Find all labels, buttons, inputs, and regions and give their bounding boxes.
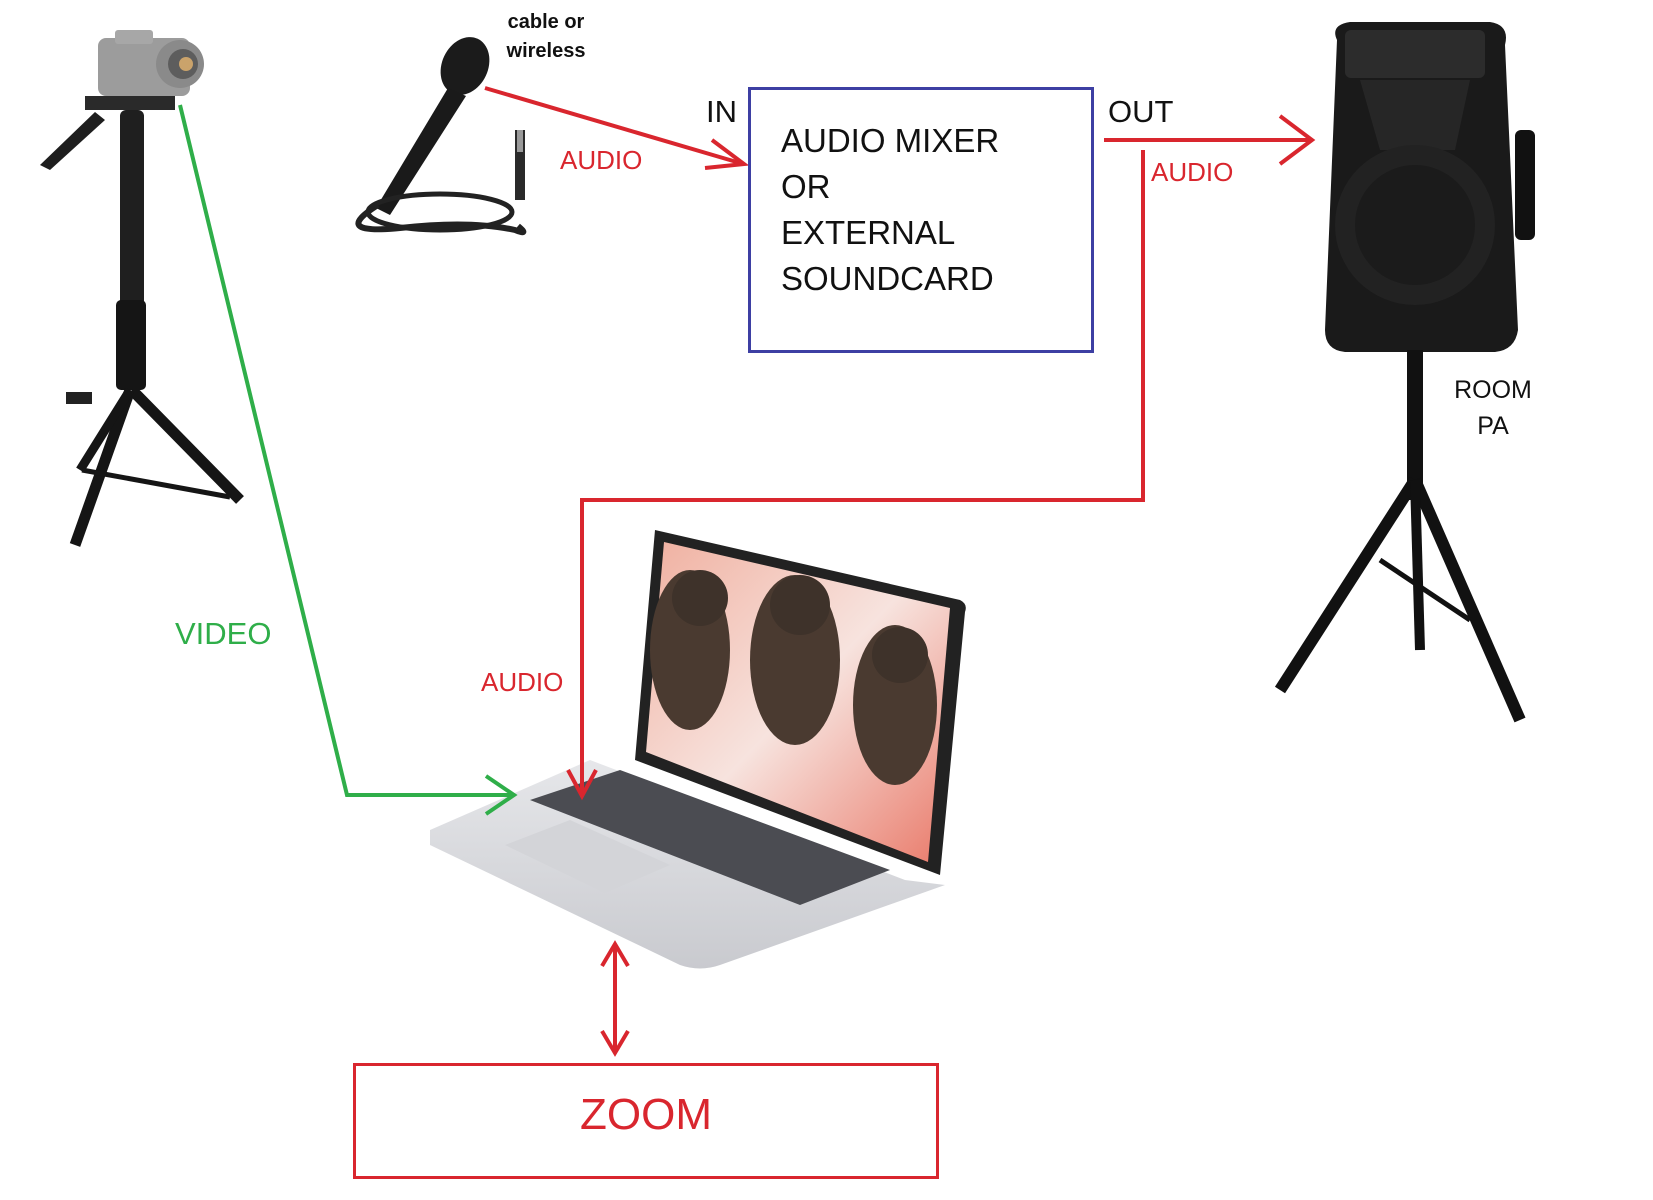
mixer-description: AUDIO MIXER OR EXTERNAL SOUNDCARD (781, 118, 999, 302)
mixer-line-3: EXTERNAL (781, 214, 956, 251)
room-pa-label: ROOM PA (1448, 372, 1538, 444)
mixer-line-2: OR (781, 168, 831, 205)
room-pa-text: ROOM PA (1454, 376, 1532, 440)
audio-connection-mixer-to-laptop (566, 150, 1145, 801)
audio-label-mic: AUDIO (560, 145, 643, 175)
audio-label-laptop: AUDIO (481, 667, 564, 697)
bidirectional-connection-laptop-zoom (600, 940, 630, 1057)
video-connection-camera-to-laptop (178, 104, 518, 816)
microphone-icon (355, 37, 527, 236)
laptop-icon (430, 530, 966, 969)
mixer-output-label: OUT (1108, 94, 1174, 129)
mixer-line-1: AUDIO MIXER (781, 122, 1000, 159)
audio-connection-mic-to-mixer (484, 86, 750, 170)
mixer-line-4: SOUNDCARD (781, 260, 994, 297)
camera-on-tripod-icon (40, 30, 244, 547)
audio-mixer-box: AUDIO MIXER OR EXTERNAL SOUNDCARD (748, 87, 1094, 353)
video-label: VIDEO (175, 616, 272, 651)
zoom-box: ZOOM (353, 1063, 939, 1179)
speaker-on-stand-icon (1274, 22, 1535, 723)
mixer-input-label: IN (706, 94, 737, 129)
mic-connection-note: cable or wireless (506, 11, 586, 62)
audio-connection-mixer-to-speaker (1104, 114, 1316, 166)
audio-label-output: AUDIO (1151, 157, 1234, 187)
zoom-label: ZOOM (580, 1090, 712, 1139)
